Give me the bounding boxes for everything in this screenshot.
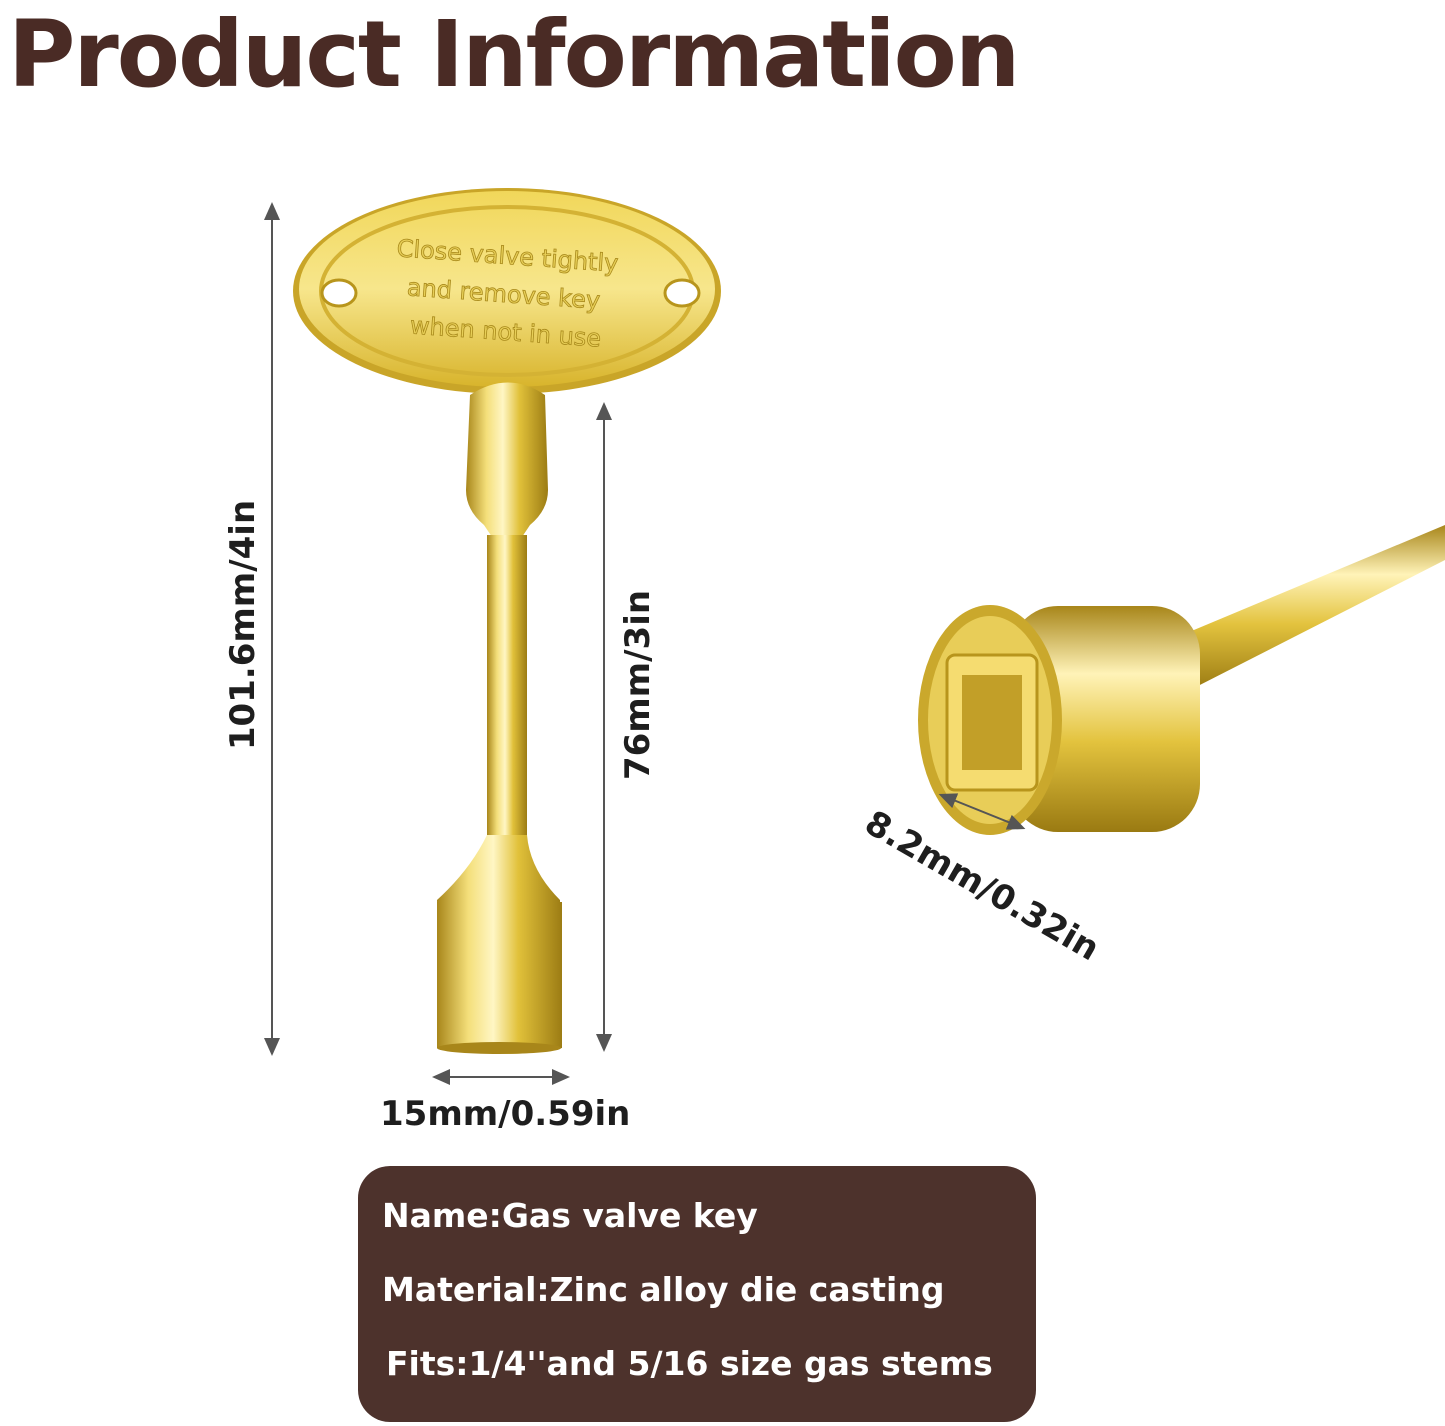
info-name: Name:Gas valve key [382, 1196, 758, 1235]
tip-width-label: 15mm/0.59in [380, 1094, 631, 1134]
socket-closeup [918, 525, 1445, 835]
product-info-box: Name:Gas valve key Material:Zinc alloy d… [358, 1166, 1036, 1422]
info-material: Material:Zinc alloy die casting [382, 1270, 945, 1309]
total-length-label: 101.6mm/4in [223, 499, 263, 751]
socket-width-dimension-line [938, 793, 1026, 830]
plate-hole-right [663, 278, 701, 308]
page-title: Product Information [8, 1, 1020, 108]
key-shaft [437, 382, 562, 1054]
info-fits: Fits:1/4''and 5/16 size gas stems [386, 1344, 993, 1383]
key-plate: Close valve tightly and remove key when … [293, 188, 721, 394]
shaft-length-label: 76mm/3in [618, 589, 658, 781]
plate-hole-left [320, 278, 358, 308]
